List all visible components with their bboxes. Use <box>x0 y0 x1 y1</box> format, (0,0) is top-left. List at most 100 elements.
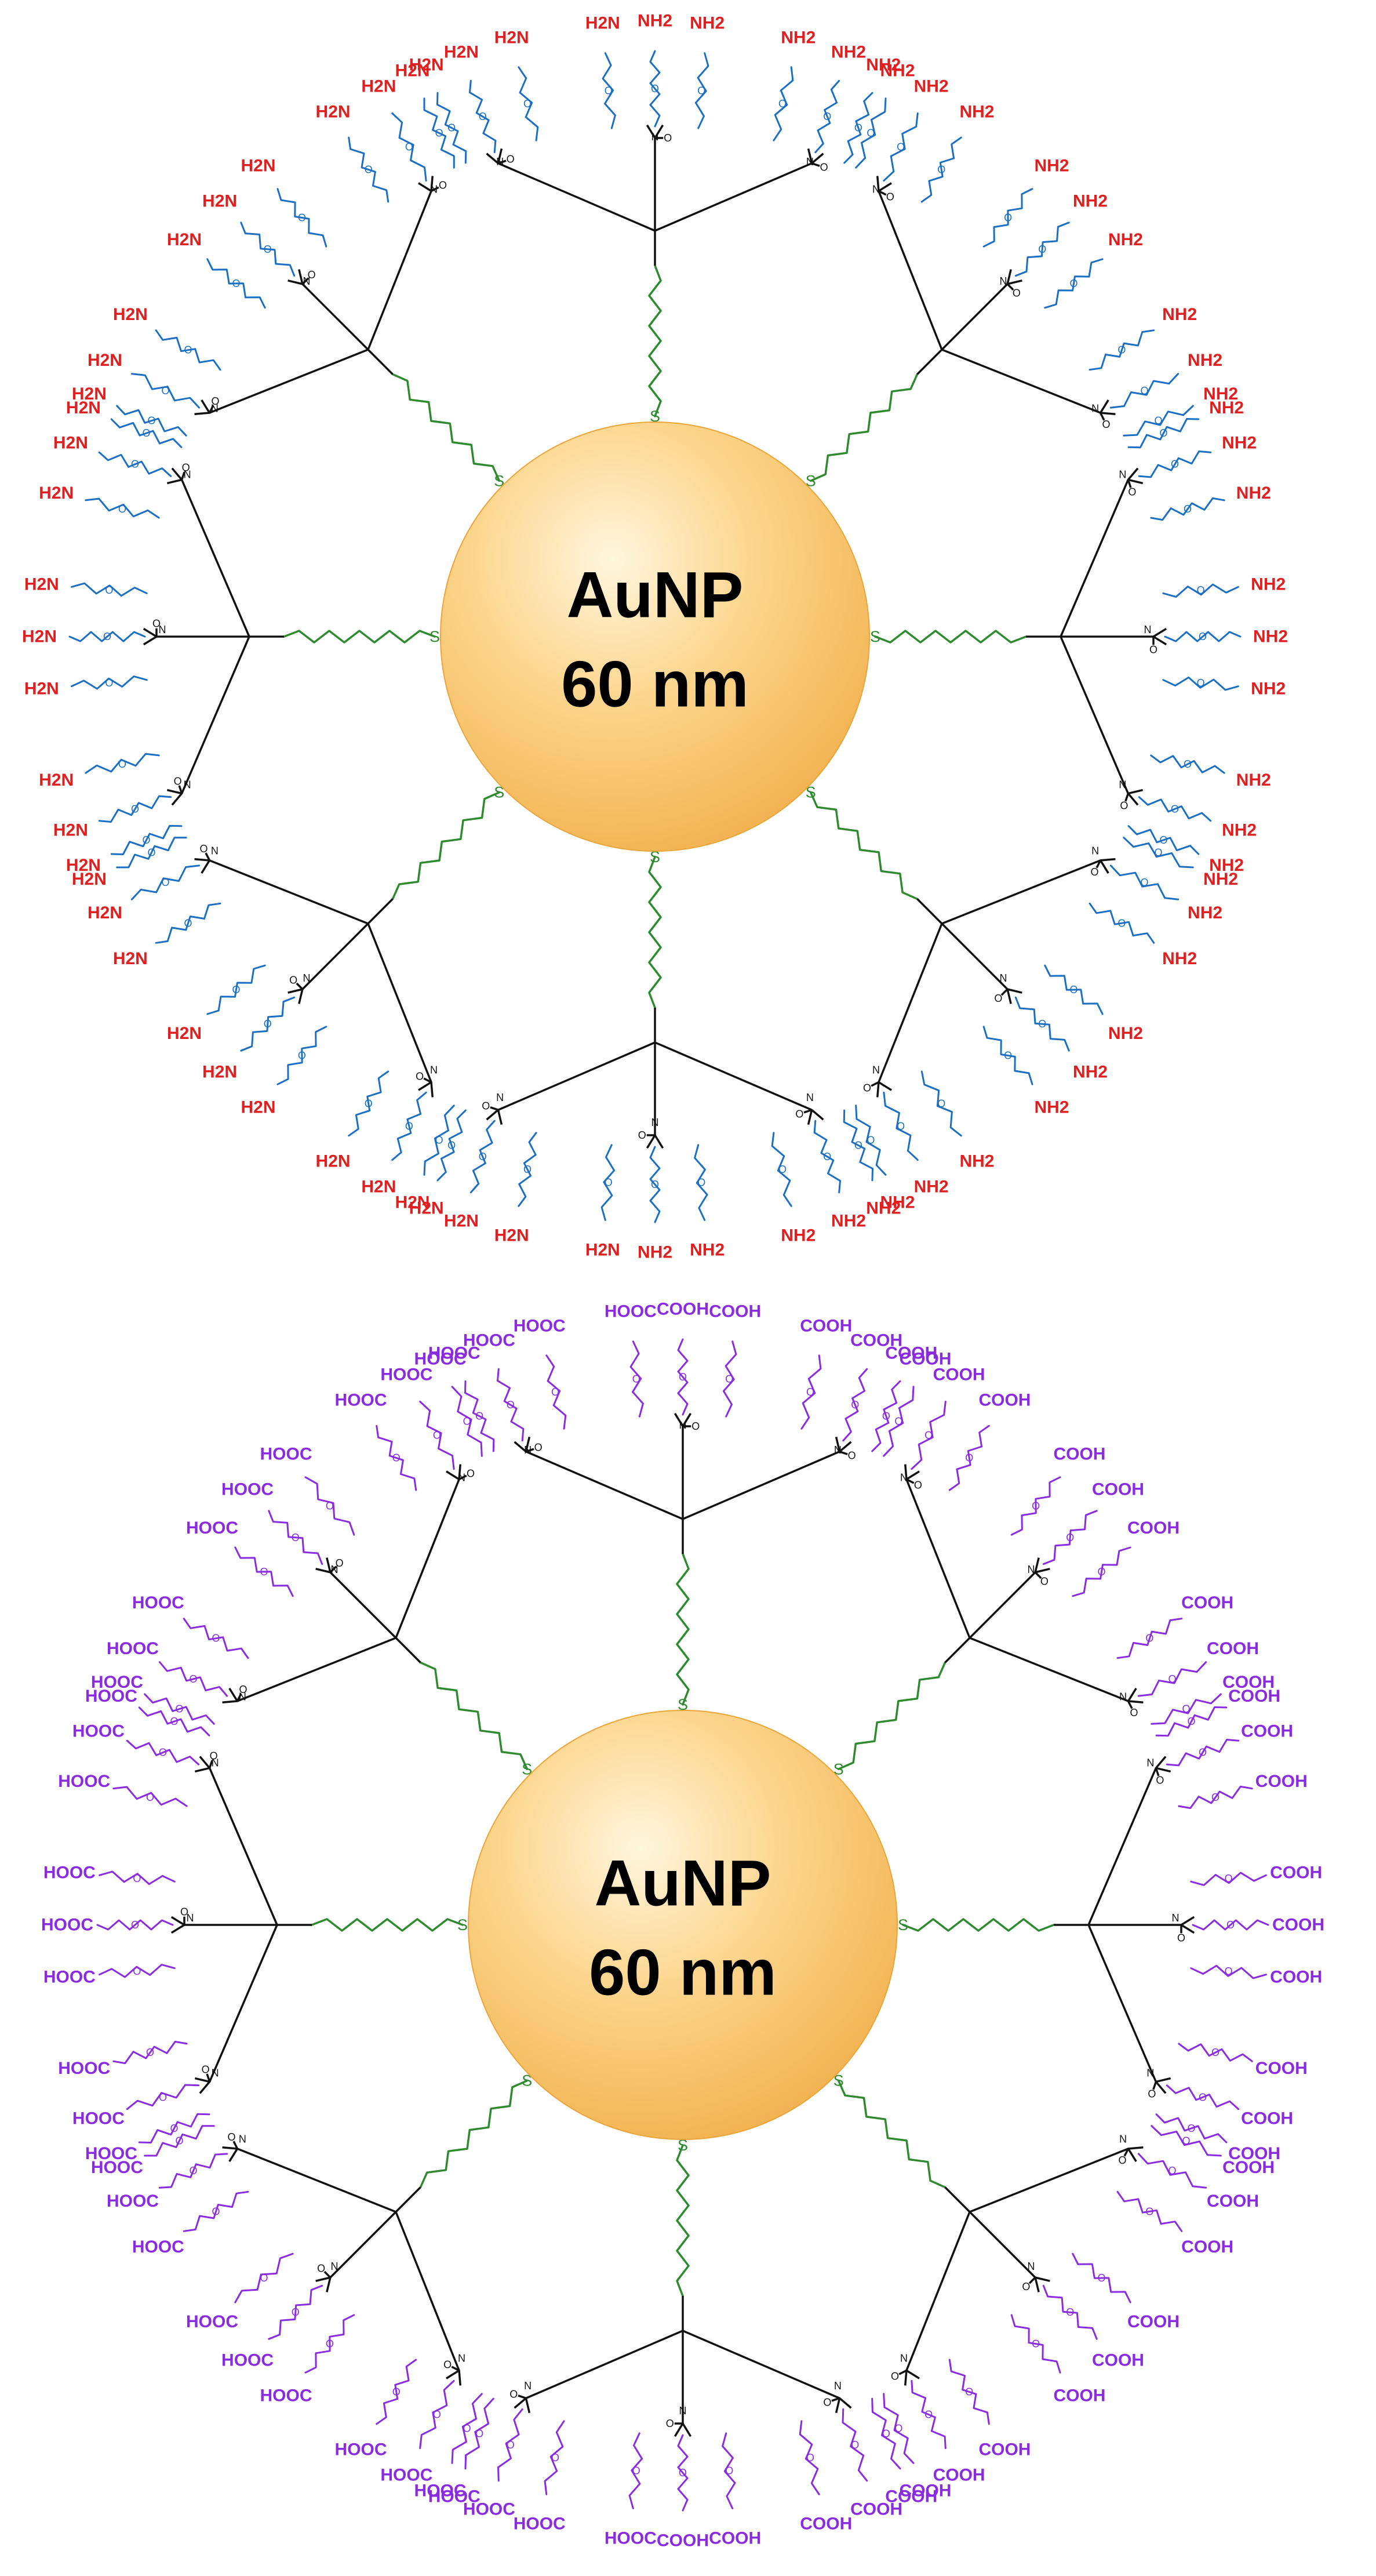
carbonyl-oxygen-label: O <box>863 1082 871 1094</box>
ether-oxygen-label: O <box>133 1965 141 1977</box>
branch-unit: ON <box>834 1436 856 1462</box>
generation-1-bond <box>654 162 813 232</box>
branch-unit: ON <box>994 972 1022 1004</box>
carbonyl-oxygen-label: O <box>823 2396 831 2408</box>
ether-oxygen-label: O <box>189 2165 197 2177</box>
ether-oxygen-label: O <box>1184 503 1192 515</box>
carbonyl-oxygen-label: O <box>1177 1932 1185 1943</box>
peg-arm <box>419 2379 455 2450</box>
ether-oxygen-label: O <box>1098 2272 1106 2284</box>
terminal-group-label: H2N <box>88 903 122 922</box>
carbonyl-bond <box>423 1077 432 1084</box>
terminal-group-label: H2N <box>88 351 122 370</box>
ether-oxygen-label: O <box>1187 1716 1195 1727</box>
generation-1-bond <box>209 1767 278 1925</box>
ether-oxygen-label: O <box>1032 1500 1040 1512</box>
peg-arm <box>1072 2252 1131 2303</box>
carbonyl-oxygen-label: O <box>336 1557 344 1569</box>
ether-oxygen-label: O <box>189 1673 197 1685</box>
terminal-group-label: NH2 <box>1188 351 1222 370</box>
sulfur-label: S <box>678 2137 688 2154</box>
backbone-bond <box>222 1688 239 1703</box>
peg-arm <box>544 2420 565 2495</box>
terminal-group-label: COOH <box>800 1317 852 1336</box>
amide-n-label: N <box>806 156 814 168</box>
peg-arm <box>813 1120 841 1194</box>
carbonyl-oxygen-label: O <box>891 2371 899 2382</box>
ether-oxygen-label: O <box>260 1566 268 1578</box>
amide-n-label: N <box>430 1064 438 1076</box>
peg-arm <box>1178 1785 1253 1810</box>
amine-functionalized-nanoparticle: SONOH2NOH2NOH2NONOH2NONH2ONH2ONONH2ONH2O… <box>22 12 1288 1262</box>
peg-linker <box>902 1918 1055 1932</box>
terminal-group-label: HOOC <box>58 1772 110 1791</box>
terminal-group-label: HOOC <box>72 2109 125 2128</box>
peg-arm <box>948 1425 990 1491</box>
generation-1-bond <box>969 2211 1036 2279</box>
ether-oxygen-label: O <box>897 1120 905 1132</box>
ether-oxygen-label: O <box>475 1411 483 1422</box>
ether-oxygen-label: O <box>1004 212 1012 223</box>
peg-arm <box>677 1338 689 1416</box>
terminal-group-label: H2N <box>585 13 620 32</box>
sulfur-label: S <box>494 472 504 489</box>
generation-1-bond <box>301 283 369 351</box>
ether-oxygen-label: O <box>507 2439 515 2451</box>
terminal-group-label: NH2 <box>866 55 901 74</box>
carbonyl-oxygen-label: O <box>820 162 828 173</box>
peg-arm <box>391 1091 427 1161</box>
branch-unit: ON <box>646 124 672 144</box>
peg-arm <box>116 837 187 869</box>
peg-arm <box>497 1368 525 1442</box>
generation-1-bond <box>367 190 432 350</box>
terminal-group-label: H2N <box>72 384 107 404</box>
branch-unit: ON <box>194 1750 219 1773</box>
carbonyl-oxygen-label: O <box>227 2131 235 2143</box>
ether-oxygen-label: O <box>146 2047 154 2058</box>
terminal-group-label: NH2 <box>781 1226 816 1245</box>
carbonyl-bond <box>1127 1701 1133 1709</box>
peg-arm <box>1116 1618 1183 1659</box>
peg-arm <box>138 1706 210 1736</box>
core-label-line2: 60 nm <box>561 648 749 721</box>
peg-arm <box>85 753 160 774</box>
peg-arm <box>649 1146 661 1223</box>
peg-arm <box>883 1091 919 1161</box>
peg-arm <box>391 112 427 182</box>
terminal-group-label: H2N <box>361 77 396 96</box>
carbonyl-oxygen-label: O <box>239 1684 247 1695</box>
carbonyl-bond <box>180 471 185 481</box>
terminal-group-label: HOOC <box>514 2514 566 2533</box>
generation-1-bond <box>209 348 369 414</box>
ether-oxygen-label: O <box>405 1120 413 1132</box>
carbonyl-oxygen-label: O <box>534 1442 543 1454</box>
terminal-group-label: COOH <box>1092 2350 1144 2370</box>
ether-oxygen-label: O <box>1155 846 1163 858</box>
generation-1-bond <box>497 1041 656 1111</box>
carbonyl-bond <box>431 186 439 192</box>
ether-oxygen-label: O <box>1140 877 1148 888</box>
terminal-group-label: NH2 <box>1236 484 1271 503</box>
ether-oxygen-label: O <box>894 1415 902 1427</box>
carbonyl-bond <box>839 1450 848 1455</box>
ether-oxygen-label: O <box>823 1151 831 1162</box>
carbonyl-bond <box>178 785 183 794</box>
peg-arm <box>112 2040 188 2065</box>
peg-linker <box>311 1918 464 1932</box>
ether-oxygen-label: O <box>326 1500 334 1512</box>
peg-arm <box>799 2420 820 2495</box>
amide-n-label: N <box>458 2353 465 2364</box>
peg-arm <box>1127 418 1200 449</box>
peg-arm <box>276 188 327 248</box>
terminal-group-label: COOH <box>800 2514 852 2533</box>
ether-oxygen-label: O <box>131 459 139 470</box>
carbonyl-oxygen-label: O <box>1091 866 1099 878</box>
carbonyl-oxygen-label: O <box>1149 644 1157 655</box>
terminal-group-label: COOH <box>899 2481 951 2501</box>
generation-1-bond <box>301 922 369 990</box>
peg-arm <box>130 373 201 409</box>
terminal-group-label: H2N <box>66 398 101 417</box>
generation-1-bond <box>969 2148 1129 2213</box>
